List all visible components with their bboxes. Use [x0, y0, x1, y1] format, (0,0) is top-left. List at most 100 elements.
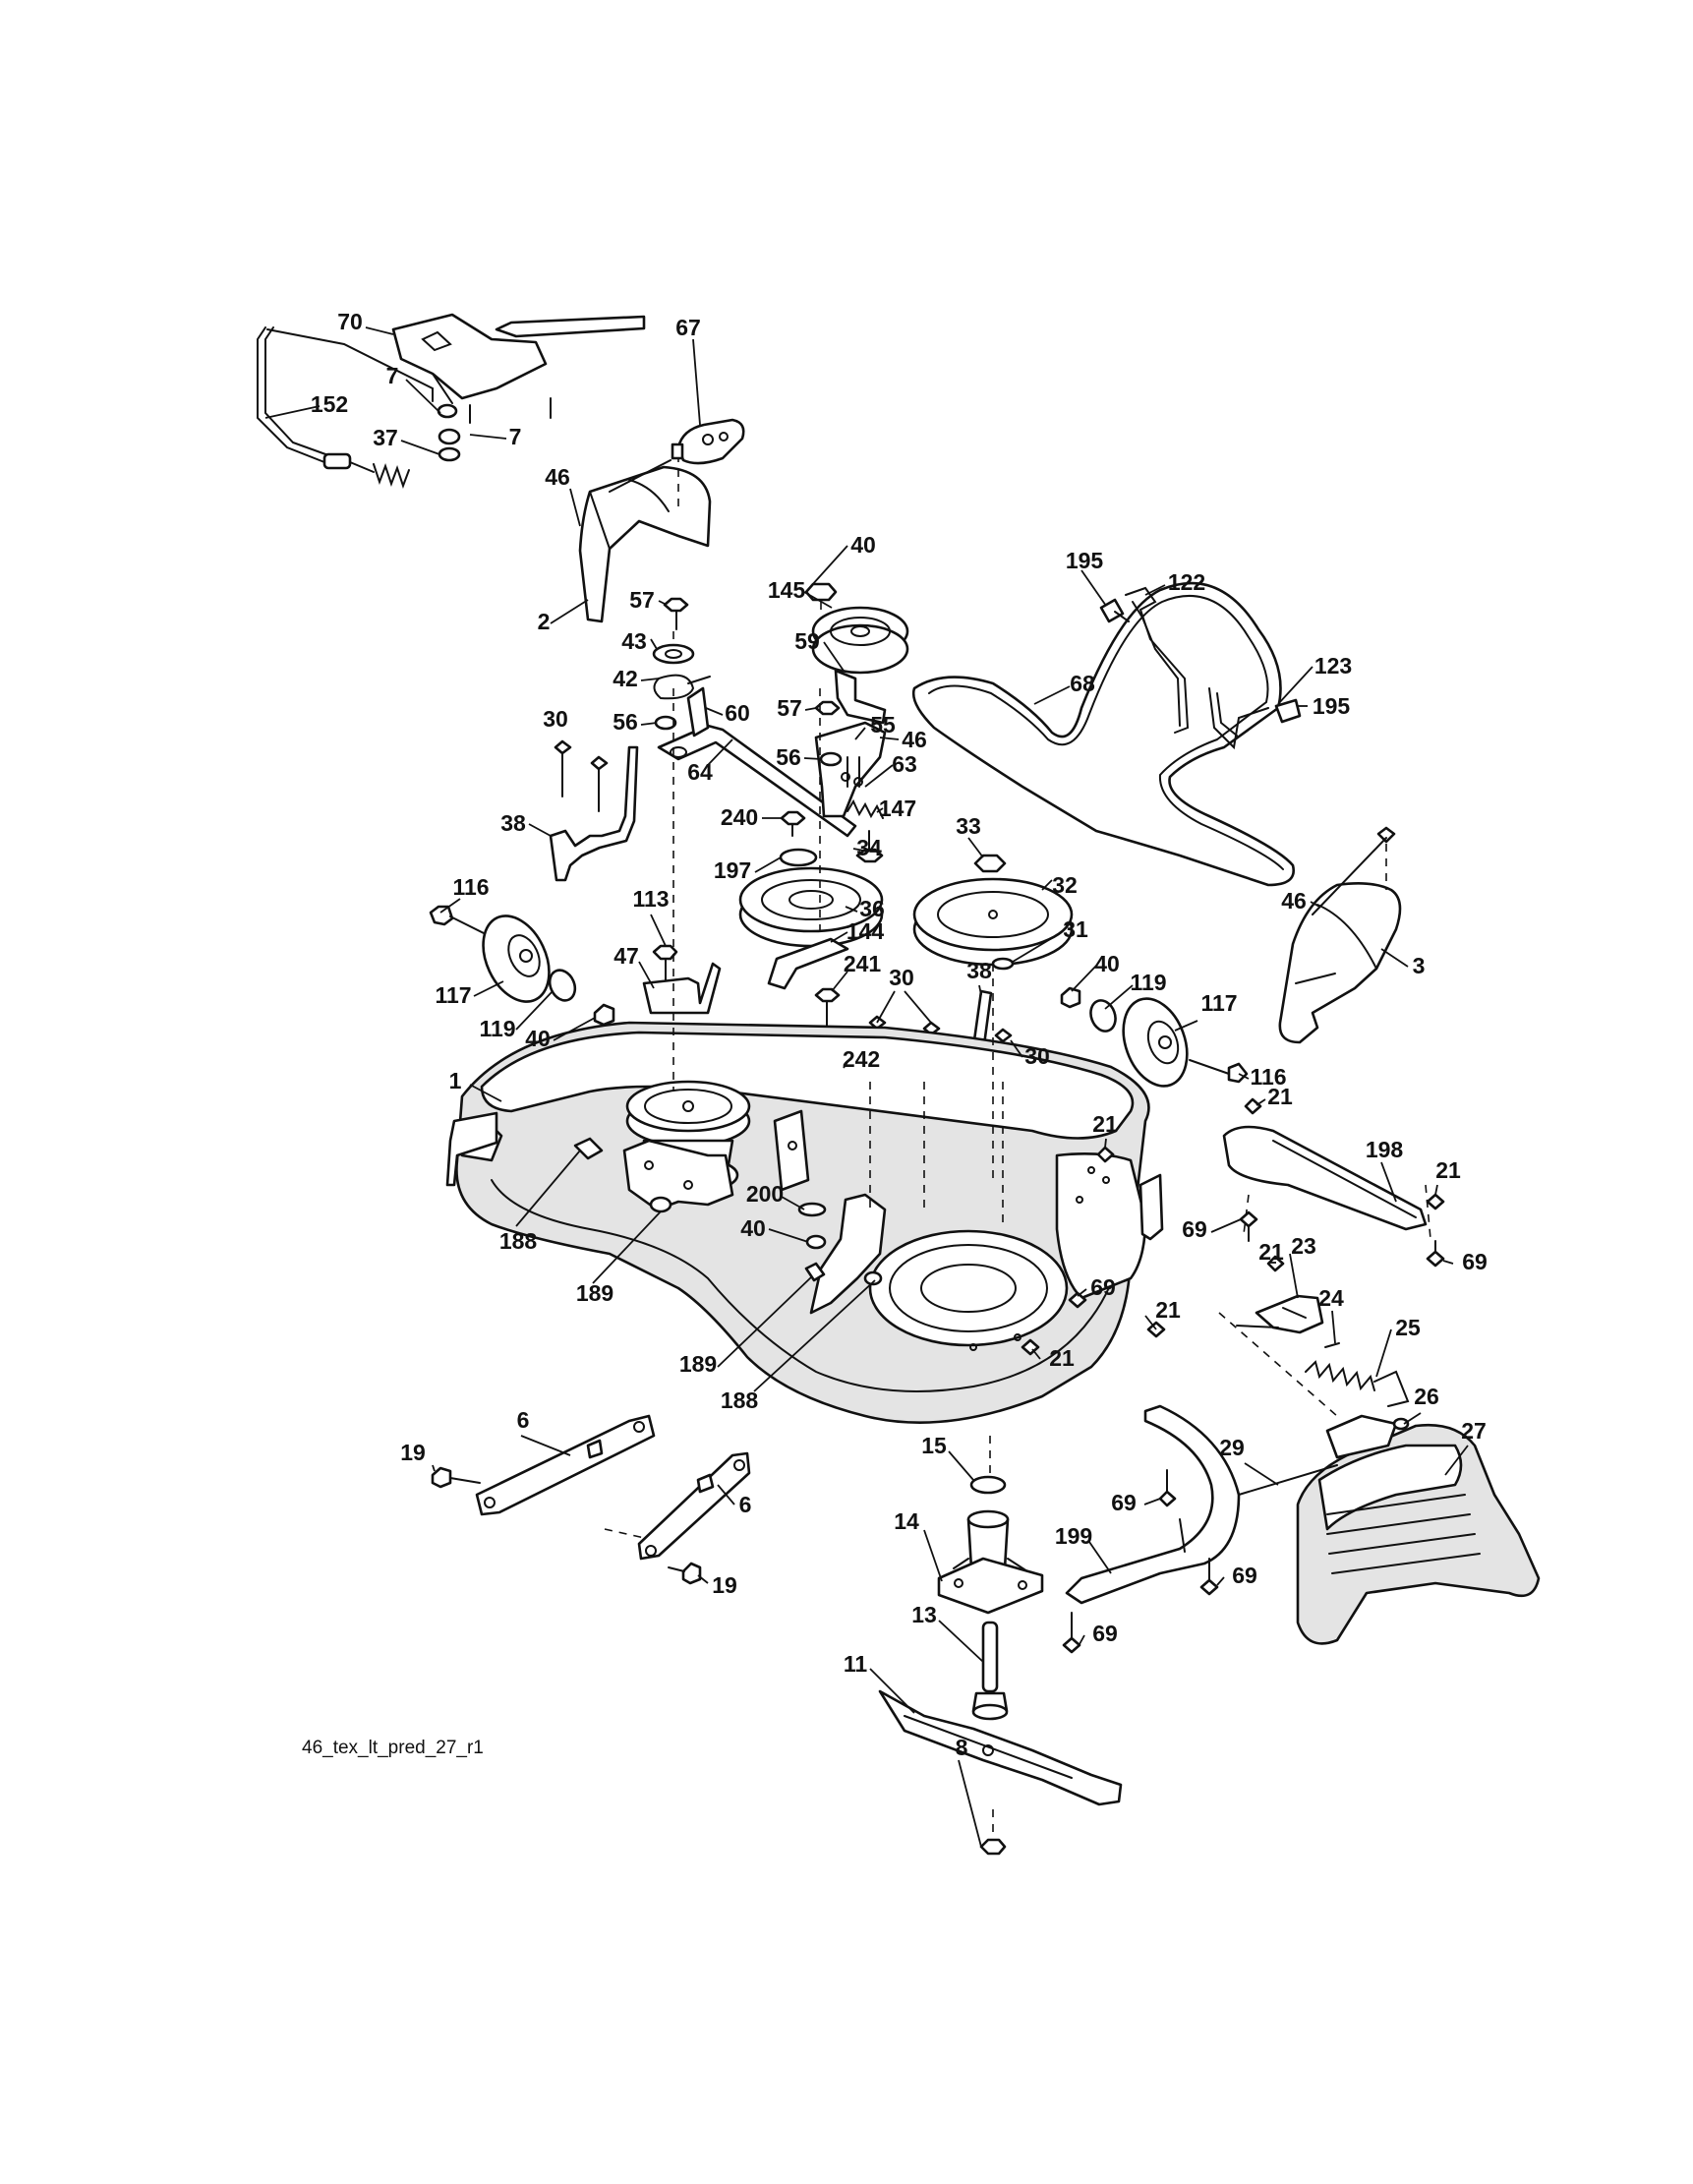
callout-119: 119: [479, 1016, 515, 1041]
callout-30: 30: [1024, 1043, 1050, 1069]
callout-46: 46: [902, 727, 927, 752]
callout-197: 197: [714, 857, 751, 883]
callout-labels: 70 67 7 152 7 37 46 2 40 145 195 122 57 …: [311, 309, 1488, 1760]
callout-46: 46: [1281, 888, 1307, 914]
callout-21: 21: [1155, 1297, 1181, 1323]
callout-117: 117: [1200, 990, 1237, 1016]
callout-21: 21: [1267, 1084, 1293, 1109]
callout-188: 188: [721, 1387, 759, 1413]
callout-6: 6: [517, 1407, 530, 1433]
callout-145: 145: [768, 577, 806, 603]
gauge-wheel-right-117: [1060, 986, 1249, 1088]
callout-31: 31: [1063, 916, 1088, 942]
callout-1: 1: [449, 1068, 462, 1093]
callout-113: 113: [632, 886, 669, 912]
callout-242: 242: [843, 1046, 880, 1072]
callout-21: 21: [1435, 1157, 1461, 1183]
deck-hardware-21-69: [1021, 1097, 1445, 1356]
callout-69: 69: [1092, 1621, 1118, 1646]
callout-25: 25: [1395, 1315, 1421, 1340]
callout-69: 69: [1462, 1249, 1488, 1274]
pulley-36: [738, 866, 884, 990]
bolt-241: [814, 987, 841, 1029]
callout-36: 36: [859, 896, 885, 921]
callout-33: 33: [956, 813, 981, 839]
callout-63: 63: [892, 751, 917, 777]
callout-19: 19: [400, 1440, 426, 1465]
callout-122: 122: [1168, 569, 1205, 595]
washer-197: [779, 848, 818, 867]
support-arm-198: [1222, 1125, 1428, 1231]
callout-241: 241: [844, 951, 882, 976]
arm-6-right: [637, 1451, 751, 1585]
callout-21: 21: [1049, 1345, 1075, 1371]
handle-grip-67: [676, 418, 745, 465]
bracket-199: [1065, 1404, 1241, 1605]
callout-40: 40: [525, 1026, 551, 1051]
bracket-23-spring-25: [1236, 1294, 1410, 1407]
callout-15: 15: [921, 1433, 947, 1458]
callout-14: 14: [894, 1508, 919, 1534]
callout-55: 55: [870, 712, 896, 738]
bracket-rods-122-123: [1099, 586, 1302, 750]
lift-arm-38-left: [549, 739, 639, 882]
bracket-242-plate: [773, 1109, 810, 1192]
callout-38: 38: [500, 810, 526, 836]
callout-21: 21: [1092, 1111, 1118, 1137]
callout-43: 43: [621, 628, 647, 654]
callout-40: 40: [1094, 951, 1120, 976]
drive-belt-68: [911, 581, 1295, 887]
belt-guard-3: [1278, 826, 1402, 1044]
callout-69: 69: [1090, 1274, 1116, 1300]
bracket-47: [642, 944, 722, 1015]
callout-40: 40: [740, 1215, 766, 1241]
callout-119: 119: [1130, 970, 1166, 995]
callout-57: 57: [629, 587, 655, 613]
callout-57: 57: [777, 695, 802, 721]
callout-26: 26: [1414, 1384, 1439, 1409]
callout-56: 56: [613, 709, 638, 735]
callout-116: 116: [452, 874, 489, 900]
callout-69: 69: [1182, 1216, 1207, 1242]
callout-30: 30: [889, 965, 914, 990]
blade-11: [878, 1689, 1123, 1806]
callout-69: 69: [1111, 1490, 1137, 1515]
bolt-8: [979, 1809, 1007, 1856]
bolt-34: [855, 830, 884, 863]
grommet-188-upper: [573, 1137, 672, 1213]
callout-7: 7: [509, 424, 522, 449]
discharge-chute-27: [1238, 1414, 1541, 1645]
callout-19: 19: [712, 1572, 737, 1598]
callout-34: 34: [856, 835, 882, 860]
spring-42-washer-43: [652, 631, 711, 700]
arm-6-left: [431, 1414, 656, 1516]
callout-32: 32: [1052, 872, 1078, 898]
callout-56: 56: [776, 744, 801, 770]
callout-195: 195: [1313, 693, 1351, 719]
bolt-240: [780, 810, 806, 837]
bolt-57: [663, 597, 689, 630]
hardware-69-lower: [1062, 1469, 1219, 1654]
callout-199: 199: [1055, 1523, 1092, 1549]
callout-152: 152: [311, 391, 348, 417]
callout-6: 6: [739, 1492, 752, 1517]
bracket-55: [814, 700, 887, 819]
callout-13: 13: [911, 1602, 937, 1627]
callout-123: 123: [1314, 653, 1352, 679]
pulley-32: [912, 854, 1074, 971]
lift-bracket-70: [391, 313, 646, 445]
callout-3: 3: [1413, 953, 1426, 978]
lift-rod-152: [257, 326, 434, 489]
callout-30: 30: [543, 706, 568, 732]
belt-guard-2: [578, 443, 712, 623]
callout-240: 240: [721, 804, 758, 830]
spindle-14: [937, 1475, 1044, 1615]
callout-42: 42: [613, 666, 638, 691]
callout-21: 21: [1258, 1239, 1284, 1265]
callout-147: 147: [879, 796, 916, 821]
callout-189: 189: [576, 1280, 613, 1306]
callout-8: 8: [956, 1735, 968, 1760]
callout-117: 117: [435, 982, 471, 1008]
callout-11: 11: [844, 1651, 868, 1677]
